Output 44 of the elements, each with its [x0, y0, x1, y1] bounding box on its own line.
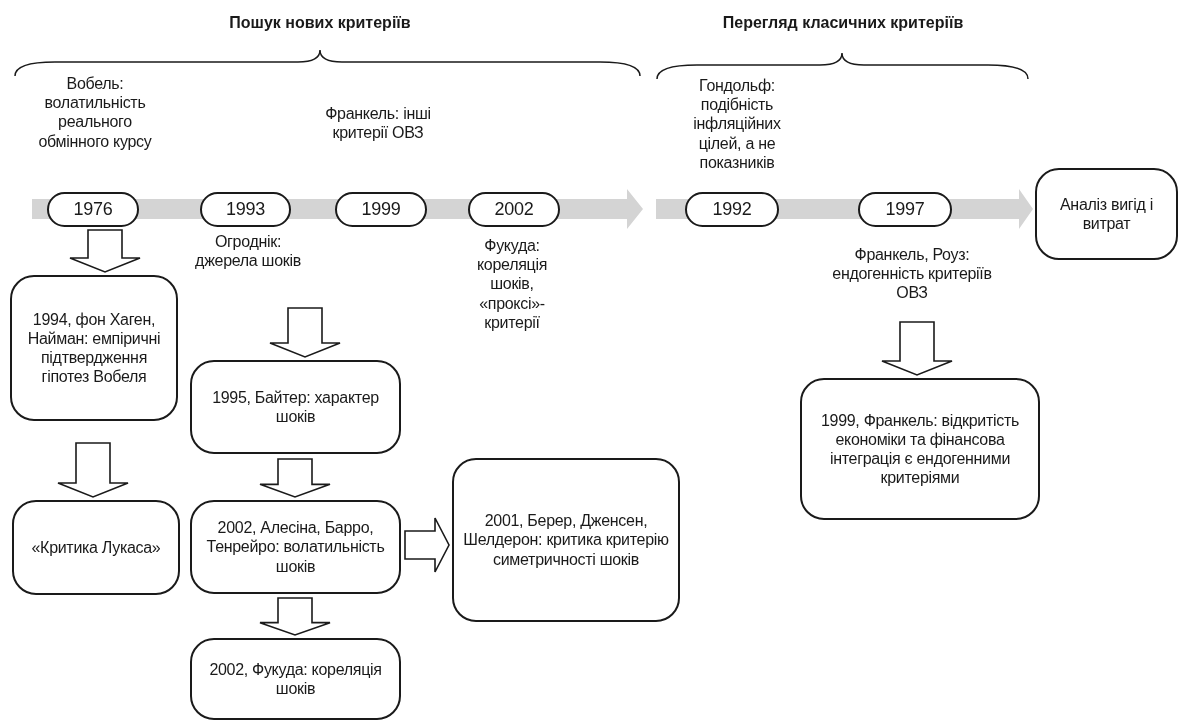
block-arrow: [259, 458, 331, 498]
year-pill: [685, 192, 779, 227]
year-note: Вобель: волатильність реального обмінного курсу: [37, 74, 153, 151]
year-pill: [858, 192, 952, 227]
rounded-box: [12, 500, 180, 595]
year-pill: [335, 192, 427, 227]
rounded-box: [800, 378, 1040, 520]
rounded-box: [452, 458, 680, 622]
rounded-box: [190, 360, 401, 454]
year-note: Франкель, Роуз: ендогенність критеріїв ОВЗ: [831, 245, 993, 303]
rounded-box: [1035, 168, 1178, 260]
box-text: 1999, Франкель: відкритість економіки та фінансова інтеграція є ендогенними критеріями: [819, 410, 1021, 488]
year-label: 1976: [73, 198, 113, 221]
box-text: 2002, Алесіна, Барро, Тенрейро: волатильність шоків: [205, 518, 386, 576]
block-arrow: [269, 307, 341, 358]
block-arrow: [259, 597, 331, 636]
block-arrow: [881, 321, 953, 376]
rounded-box: [190, 500, 401, 594]
year-note: Огроднік: джерела шоків: [194, 232, 302, 271]
rounded-box: [190, 638, 401, 720]
year-note: Франкель: інші критерії ОВЗ: [324, 104, 432, 143]
year-label: 1992: [712, 198, 752, 221]
year-note: Гондольф: подібність інфляційних цілей, а не показників: [692, 76, 782, 172]
year-label: 1997: [885, 198, 925, 221]
year-pill: [468, 192, 560, 227]
year-label: 1993: [226, 198, 265, 221]
block-arrow: [57, 442, 129, 498]
rounded-box: [10, 275, 178, 421]
timeline-arrow: [952, 189, 1033, 229]
year-pill: [200, 192, 291, 227]
block-arrow: [69, 229, 141, 273]
box-text: 2001, Берер, Дженсен, Шелдерон: критика критерію симетричності шоків: [462, 511, 670, 569]
section-heading: Перегляд класичних критеріїв: [722, 14, 964, 32]
box-text: «Критика Лукаса»: [31, 537, 161, 558]
box-text: 2002, Фукуда: кореляція шоків: [208, 659, 383, 699]
year-label: 2002: [494, 198, 534, 221]
section-heading: Пошук нових критеріїв: [229, 14, 411, 32]
block-arrow: [404, 517, 450, 573]
box-text: 1995, Байтер: характер шоків: [211, 387, 380, 427]
box-text: 1994, фон Хаген, Найман: емпіричні підтвердження гіпотез Вобеля: [26, 309, 162, 387]
box-text: Аналіз вигід і витрат: [1058, 194, 1154, 234]
year-pill: [47, 192, 139, 227]
year-label: 1999: [361, 198, 401, 221]
year-note: Фукуда: кореляція шоків, «проксі»-критерії: [476, 236, 548, 332]
